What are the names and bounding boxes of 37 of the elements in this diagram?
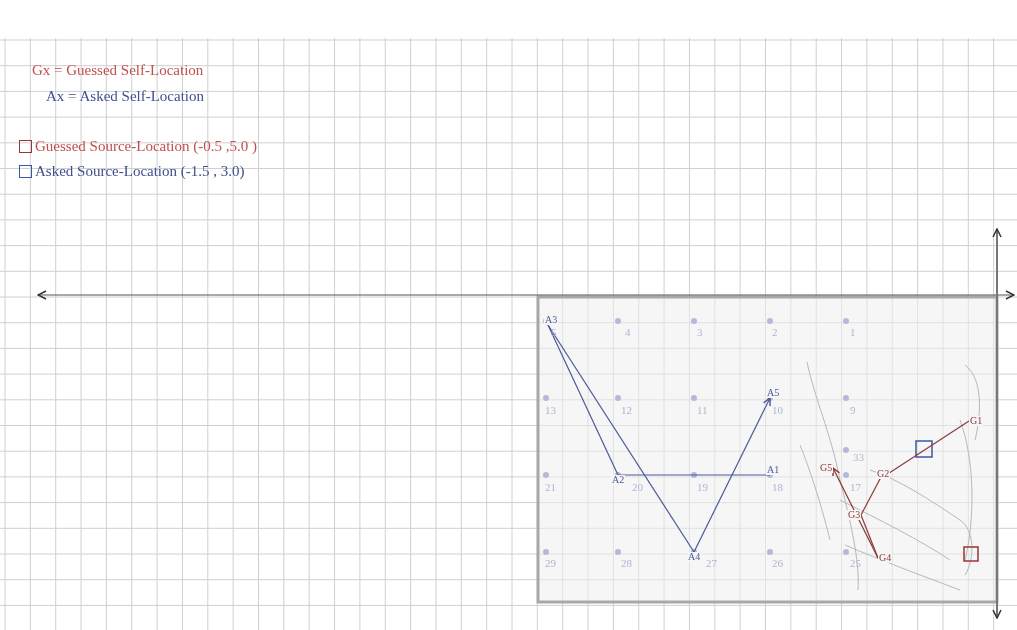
- point-label: G2: [876, 469, 891, 479]
- grid-number: 26: [772, 558, 783, 569]
- path-arrow: [693, 397, 771, 553]
- grid-number: 18: [772, 482, 783, 493]
- grid-number: 27: [706, 558, 717, 569]
- grid-number: 3: [697, 327, 703, 338]
- point-label: G3: [847, 510, 862, 520]
- grid-number: 1: [850, 327, 856, 338]
- grid-number: 20: [632, 482, 643, 493]
- point-label: A3: [544, 315, 559, 325]
- point-label: A1: [766, 465, 781, 475]
- grid-number: 5: [551, 327, 557, 338]
- grid-number: 33: [853, 452, 864, 463]
- grid-number: 28: [621, 558, 632, 569]
- point-label: G1: [969, 416, 984, 426]
- grid-number: 11: [697, 405, 708, 416]
- point-label: A2: [611, 475, 626, 485]
- point-label: G4: [878, 553, 893, 563]
- grid-number: 2: [772, 327, 778, 338]
- legend-text: Asked Source-Location (-1.5 , 3.0): [35, 164, 245, 179]
- point-label: G5: [819, 463, 834, 473]
- grid-number: 17: [850, 482, 861, 493]
- grid-number: 13: [545, 405, 556, 416]
- legend-text: Guessed Source-Location (-0.5 ,5.0 ): [35, 139, 258, 154]
- point-label: A5: [766, 388, 781, 398]
- grid-number: 10: [772, 405, 783, 416]
- grid-number: 12: [621, 405, 632, 416]
- grid-number: 21: [545, 482, 556, 493]
- grid-number: 25: [850, 558, 861, 569]
- grid-number: 29: [545, 558, 556, 569]
- path-arrow: [832, 467, 879, 559]
- grid-number: 9: [850, 405, 856, 416]
- legend-text: Gx = Guessed Self-Location: [32, 63, 204, 78]
- legend-text: Ax = Asked Self-Location: [46, 89, 204, 104]
- point-label: A4: [687, 552, 702, 562]
- grid-number: 19: [697, 482, 708, 493]
- grid-number: 4: [625, 327, 631, 338]
